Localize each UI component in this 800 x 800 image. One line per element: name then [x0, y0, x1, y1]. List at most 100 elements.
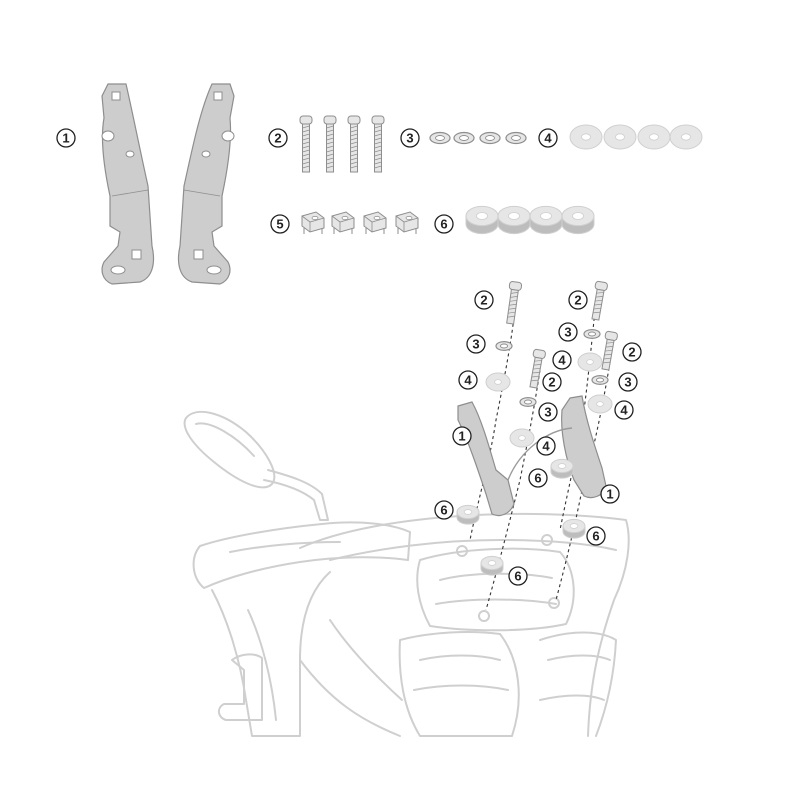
- callout-bracket: 1: [452, 426, 472, 446]
- cowl: [299, 512, 630, 737]
- dashboard: [416, 547, 575, 632]
- lock-washer: [453, 131, 475, 145]
- bracket-pair: [101, 83, 235, 285]
- callout-number: 2: [628, 345, 635, 360]
- screw: [506, 281, 523, 325]
- flat-washer: [637, 124, 671, 150]
- brake-lever: [218, 653, 263, 721]
- bracket-holes: [101, 91, 235, 275]
- spacer: [456, 504, 480, 525]
- callout-lock-washer: 3: [618, 372, 638, 392]
- callout-screw: 2: [474, 290, 494, 310]
- flat-washer: [587, 394, 613, 414]
- screw: [529, 348, 546, 389]
- lock-washer: [583, 329, 601, 340]
- callout-number: 2: [480, 293, 487, 308]
- screw: [323, 115, 337, 173]
- exploded-parts: [456, 280, 618, 576]
- lock-washer-set: [429, 131, 527, 145]
- mount-hole: [478, 610, 490, 622]
- callout-number: 5: [276, 217, 283, 232]
- callout-number: 4: [558, 353, 566, 368]
- flat-washer: [485, 372, 511, 392]
- callout-flat-washer: 4: [458, 370, 478, 390]
- flat-washer: [509, 428, 535, 448]
- front-lower: [299, 659, 401, 737]
- mount-hole: [541, 534, 553, 546]
- flat-washer: [577, 352, 603, 372]
- screw: [347, 115, 361, 173]
- lock-washer: [479, 131, 501, 145]
- callout-flat-washer: 4: [536, 436, 556, 456]
- right-fairing: [539, 631, 617, 737]
- flat-washer-set: [569, 124, 703, 150]
- screw: [299, 115, 313, 173]
- callout-bracket: 1: [600, 484, 620, 504]
- callout-lock-washer: 3: [400, 128, 420, 148]
- callout-number: 4: [464, 373, 472, 388]
- bracket-right: [177, 83, 235, 285]
- lock-washer: [591, 375, 609, 386]
- bracket-left: [101, 83, 155, 285]
- callout-number: 3: [406, 131, 413, 146]
- flat-washer: [603, 124, 637, 150]
- screw: [591, 280, 608, 321]
- spacer: [550, 458, 574, 479]
- callout-number: 4: [542, 439, 550, 454]
- flat-washer: [569, 124, 603, 150]
- callout-lock-washer: 3: [538, 402, 558, 422]
- cage-nut: [363, 211, 387, 234]
- callout-number: 1: [606, 487, 613, 502]
- callout-number: 3: [564, 325, 571, 340]
- callout-number: 4: [620, 403, 628, 418]
- callout-number: 1: [458, 429, 465, 444]
- callout-number: 2: [548, 375, 555, 390]
- callout-screw: 2: [568, 290, 588, 310]
- callout-number: 6: [440, 503, 447, 518]
- callout-spacer: 6: [586, 526, 606, 546]
- spacer: [562, 518, 586, 539]
- flat-washer: [669, 124, 703, 150]
- callout-spacer: 6: [434, 500, 454, 520]
- callout-number: 6: [440, 217, 447, 232]
- callout-number: 2: [574, 293, 581, 308]
- cage-nut: [395, 211, 419, 234]
- lock-washer: [505, 131, 527, 145]
- screw: [601, 330, 618, 371]
- callout-number: 3: [472, 337, 479, 352]
- callout-number: 2: [274, 131, 281, 146]
- callout-flat-washer: 4: [552, 350, 572, 370]
- callout-screw: 2: [268, 128, 288, 148]
- lock-washer: [495, 341, 513, 352]
- mounted-bracket-left: [457, 401, 515, 517]
- lock-washer: [519, 397, 537, 408]
- lock-washer: [429, 131, 451, 145]
- cage-nut: [331, 211, 355, 234]
- callout-number: 4: [544, 131, 552, 146]
- mount-hole: [456, 545, 468, 557]
- callout-lock-washer: 3: [466, 334, 486, 354]
- cage-nut-set: [301, 211, 419, 234]
- callout-flat-washer: 4: [614, 400, 634, 420]
- callout-number: 3: [624, 375, 631, 390]
- callout-bracket: 1: [56, 128, 76, 148]
- callout-spacer: 6: [508, 566, 528, 586]
- callout-number: 6: [534, 471, 541, 486]
- spacer: [480, 555, 504, 576]
- scooter-outline: [183, 410, 630, 737]
- screw: [371, 115, 385, 173]
- spacer: [561, 205, 595, 235]
- spacer-set: [465, 205, 595, 235]
- callout-number: 1: [62, 131, 69, 146]
- mount-hole: [548, 597, 560, 609]
- spacer: [465, 205, 499, 235]
- left-body-panel: [211, 571, 331, 737]
- callout-lock-washer: 3: [558, 322, 578, 342]
- callout-spacer: 6: [528, 468, 548, 488]
- callout-screw: 2: [542, 372, 562, 392]
- headlight: [398, 631, 520, 737]
- screw-set: [299, 115, 385, 173]
